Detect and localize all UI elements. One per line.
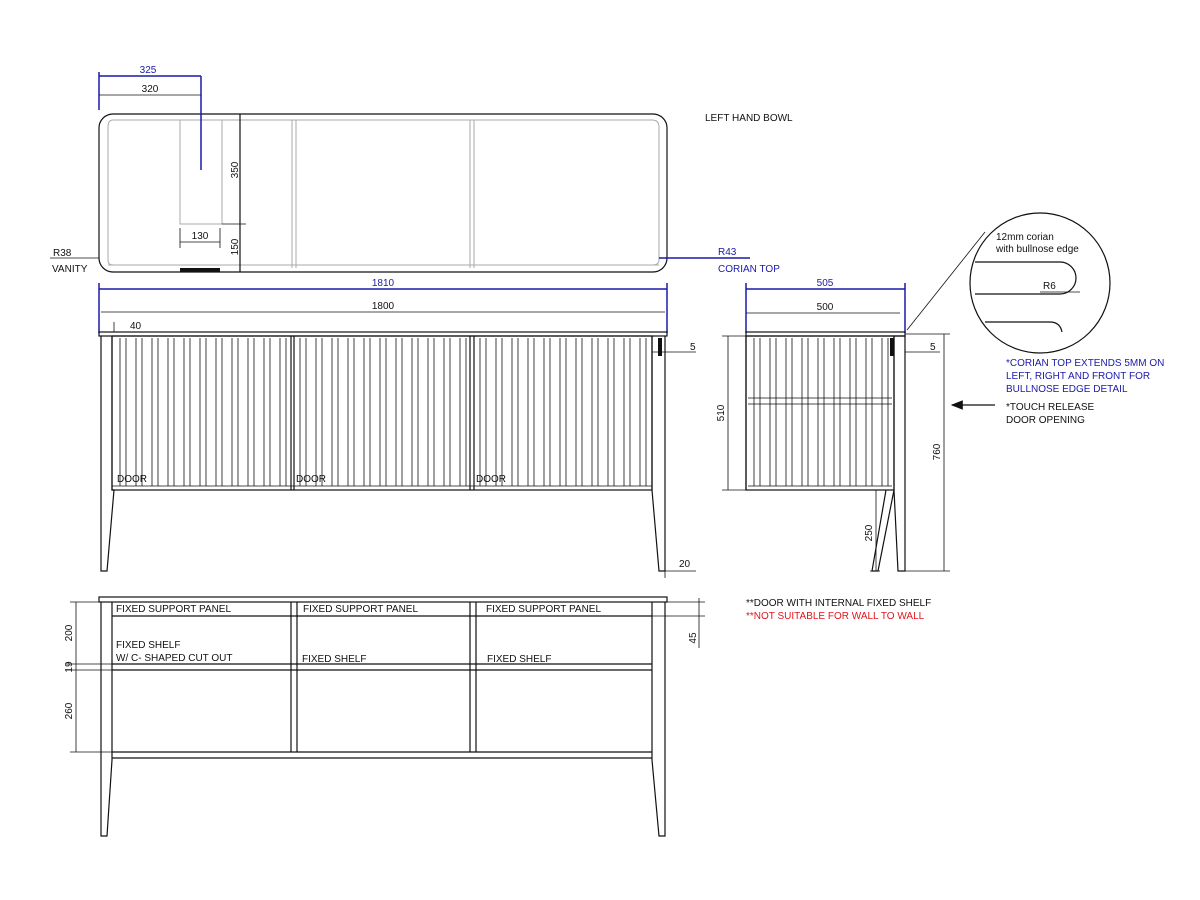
dim-1800: 1800 (372, 301, 395, 312)
dim-130: 130 (192, 231, 209, 242)
corian-spec-line1: 12mm corian (996, 232, 1054, 243)
front-cabinet-body (111, 335, 653, 491)
door-flutes (112, 338, 652, 487)
dim-350: 350 (230, 161, 241, 178)
dim-45: 45 (688, 632, 699, 644)
shelf-cutout-line1: FIXED SHELF (116, 640, 180, 651)
touch-release-line1: *TOUCH RELEASE (1006, 402, 1095, 413)
side-leg-back (871, 336, 895, 572)
door-label-2: DOOR (296, 474, 326, 485)
dim-200: 200 (64, 624, 75, 641)
dim-500: 500 (817, 302, 834, 313)
vanity-label: VANITY (52, 264, 88, 275)
dim-510: 510 (716, 404, 727, 421)
dim-505: 505 (817, 278, 834, 289)
plan-cabinet-outline (107, 119, 660, 266)
side-corian-top (745, 331, 906, 337)
dim-19: 19 (64, 661, 75, 673)
door-label-1: DOOR (117, 474, 147, 485)
wall-to-wall-warning: **NOT SUITABLE FOR WALL TO WALL (746, 611, 925, 622)
dim-250: 250 (864, 524, 875, 541)
front-corian-top (98, 331, 668, 337)
dim-5-side: 5 (930, 342, 936, 353)
left-hand-bowl-label: LEFT HAND BOWL (705, 113, 793, 124)
door-gap-marker (658, 338, 662, 356)
door-label-3: DOOR (476, 474, 506, 485)
dim-40: 40 (130, 321, 142, 332)
corian-note-line2: LEFT, RIGHT AND FRONT FOR (1006, 371, 1150, 382)
interior-leg-left (100, 602, 113, 837)
r38-label: R38 (53, 248, 72, 259)
dim-325: 325 (140, 65, 157, 76)
bullnose-detail: R6 12mm corian with bullnose edge *CORIA… (906, 212, 1164, 395)
internal-shelf-note: **DOOR WITH INTERNAL FIXED SHELF (746, 598, 931, 609)
shelf-cutout-line2: W/ C- SHAPED CUT OUT (116, 653, 232, 664)
dim-1810: 1810 (372, 278, 395, 289)
detail-circle (969, 212, 1111, 354)
r6-label: R6 (1043, 281, 1056, 292)
side-elevation: 505 500 510 760 5 250 *TOUCH RELEASE DOO… (716, 278, 1095, 572)
support-panel-label-3: FIXED SUPPORT PANEL (486, 604, 601, 615)
dim-760: 760 (932, 443, 943, 460)
interior-leg-right (651, 602, 666, 837)
corian-note-line3: BULLNOSE EDGE DETAIL (1006, 384, 1128, 395)
front-leg-left (100, 336, 115, 572)
interior-elevation: FIXED SUPPORT PANEL FIXED SUPPORT PANEL … (64, 596, 931, 837)
interior-top (98, 596, 668, 603)
bowl-outline (179, 120, 223, 225)
side-flutes (748, 338, 892, 487)
front-leg-right (651, 336, 666, 572)
support-panel-label-1: FIXED SUPPORT PANEL (116, 604, 231, 615)
front-elevation: 1810 1800 40 DOOR DOOR DOOR 5 20 (98, 278, 696, 578)
shelf-label-3: FIXED SHELF (487, 654, 551, 665)
touch-release-line2: DOOR OPENING (1006, 415, 1085, 426)
plan-view: 325 320 350 150 130 LEFT HAND BOWL R38 V… (50, 65, 793, 275)
corian-spec-line2: with bullnose edge (995, 244, 1079, 255)
bowl-base (180, 268, 220, 272)
r43-label: R43 (718, 247, 737, 258)
dim-320: 320 (142, 84, 159, 95)
plan-top-outline (98, 113, 668, 273)
support-panel-label-2: FIXED SUPPORT PANEL (303, 604, 418, 615)
dim-5-front: 5 (690, 342, 696, 353)
corian-note-line1: *CORIAN TOP EXTENDS 5MM ON (1006, 358, 1164, 369)
dim-20: 20 (679, 559, 691, 570)
dim-150: 150 (230, 238, 241, 255)
shelf-label-2: FIXED SHELF (302, 654, 366, 665)
corian-top-label: CORIAN TOP (718, 264, 780, 275)
dim-260: 260 (64, 702, 75, 719)
